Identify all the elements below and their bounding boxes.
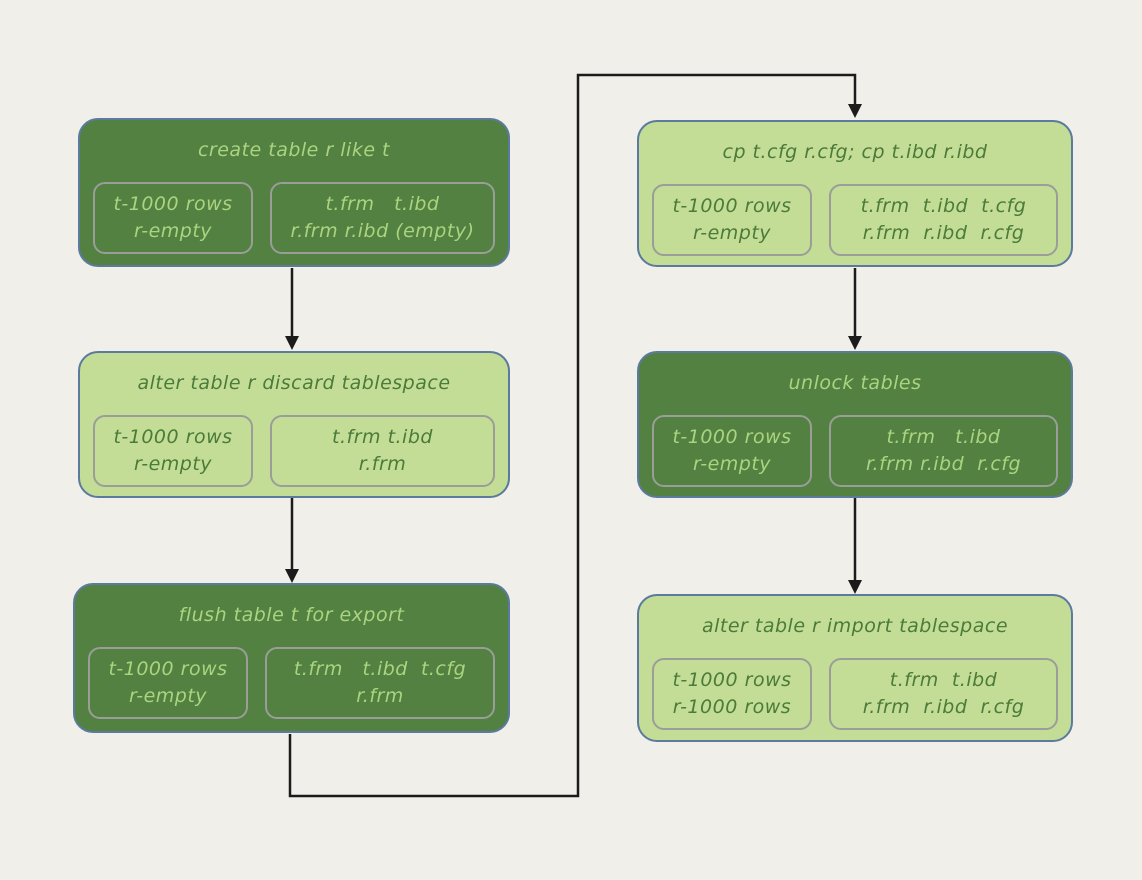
arrow-heads [285,104,862,594]
row-state-box: t-1000 rows r-empty [93,182,253,254]
row-state-line: t-1000 rows [672,195,792,217]
row-state-line: r-empty [133,220,213,242]
file-state-line: r.frm r.ibd r.cfg [865,453,1022,475]
row-state-line: r-empty [692,222,772,244]
row-state-box: t-1000 rows r-empty [652,415,812,487]
file-state-line: t.frm t.ibd [332,426,433,448]
row-state-line: t-1000 rows [113,426,233,448]
arrowhead-unlock [848,336,862,350]
node-body: t-1000 rows r-empty t.frm t.ibd r.frm r.… [93,182,495,254]
node-title: unlock tables [788,372,922,394]
file-state-box: t.frm t.ibd r.frm r.ibd r.cfg [829,415,1058,487]
arrowhead-import [848,580,862,594]
row-state-box: t-1000 rows r-1000 rows [652,658,812,730]
file-state-line: t.frm t.ibd t.cfg [293,658,467,680]
file-state-box: t.frm t.ibd r.frm [270,415,495,487]
node-title: alter table r import tablespace [701,615,1009,637]
file-state-line: r.frm r.ibd r.cfg [862,696,1025,718]
row-state-box: t-1000 rows r-empty [652,184,812,256]
node-import-tablespace: alter table r import tablespace t-1000 r… [637,594,1073,742]
node-body: t-1000 rows r-empty t.frm t.ibd r.frm r.… [652,415,1058,487]
arrow-flush-to-copy-route [288,73,857,798]
row-state-line: r-1000 rows [672,696,792,718]
row-state-box: t-1000 rows r-empty [88,647,248,719]
row-state-line: r-empty [133,453,213,475]
arrowhead-flush [285,569,299,583]
file-state-box: t.frm t.ibd t.cfg r.frm r.ibd r.cfg [829,184,1058,256]
node-title: alter table r discard tablespace [137,372,451,394]
file-state-line: r.frm [358,453,407,475]
row-state-line: t-1000 rows [113,193,233,215]
node-title: cp t.cfg r.cfg; cp t.ibd r.ibd [722,141,988,163]
node-body: t-1000 rows r-empty t.frm t.ibd t.cfg r.… [652,184,1058,256]
node-body: t-1000 rows r-1000 rows t.frm t.ibd r.fr… [652,658,1058,730]
node-title: flush table t for export [178,604,405,626]
row-state-line: r-empty [692,453,772,475]
file-state-box: t.frm t.ibd r.frm r.ibd (empty) [270,182,495,254]
file-state-line: t.frm t.ibd [889,669,998,691]
file-state-line: t.frm t.ibd t.cfg [860,195,1027,217]
node-discard-tablespace: alter table r discard tablespace t-1000 … [78,351,510,498]
file-state-line: r.frm r.ibd r.cfg [862,222,1025,244]
arrowhead-copy [848,104,862,118]
node-body: t-1000 rows r-empty t.frm t.ibd t.cfg r.… [88,647,495,719]
node-title: create table r like t [197,139,391,161]
file-state-box: t.frm t.ibd t.cfg r.frm [265,647,495,719]
row-state-box: t-1000 rows r-empty [93,415,253,487]
row-state-line: t-1000 rows [672,669,792,691]
node-body: t-1000 rows r-empty t.frm t.ibd r.frm [93,415,495,487]
node-copy-files: cp t.cfg r.cfg; cp t.ibd r.ibd t-1000 ro… [637,120,1073,267]
file-state-line: r.frm r.ibd (empty) [290,220,475,242]
node-unlock-tables: unlock tables t-1000 rows r-empty t.frm … [637,351,1073,498]
file-state-line: t.frm t.ibd [325,193,440,215]
file-state-box: t.frm t.ibd r.frm r.ibd r.cfg [829,658,1058,730]
node-flush-table: flush table t for export t-1000 rows r-e… [73,583,510,733]
arrowhead-discard [285,336,299,350]
row-state-line: t-1000 rows [672,426,792,448]
file-state-line: t.frm t.ibd [886,426,1001,448]
node-create-table: create table r like t t-1000 rows r-empt… [78,118,510,267]
row-state-line: r-empty [128,685,208,707]
arrow-lines [288,73,857,798]
row-state-line: t-1000 rows [108,658,228,680]
file-state-line: r.frm [356,685,404,707]
